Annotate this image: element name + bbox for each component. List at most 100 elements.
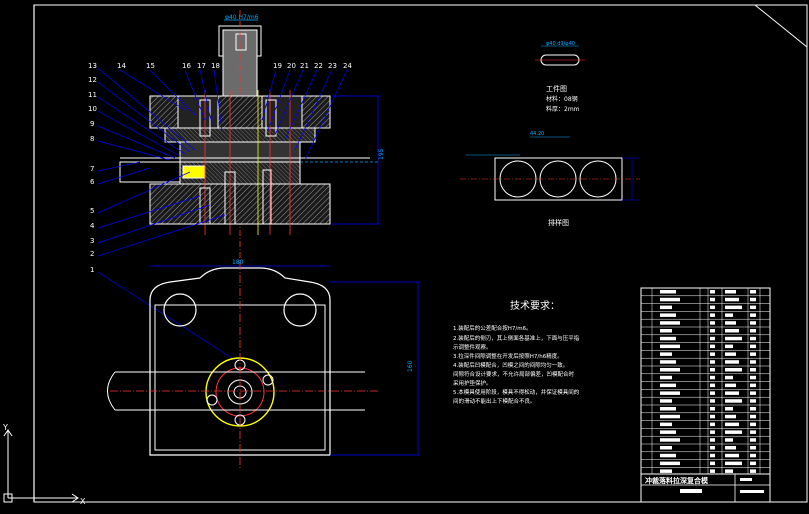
- title-block: 冲裁落料拉深复合模: [640, 473, 771, 503]
- parts-cell-text: [750, 391, 756, 395]
- parts-cell-text: [725, 430, 742, 434]
- part-num-2: 2: [90, 250, 94, 258]
- parts-cell-text: [660, 329, 672, 333]
- parts-cell-text: [710, 344, 715, 349]
- plan-height-text: 160: [407, 360, 414, 372]
- parts-cell-text: [725, 321, 736, 325]
- lower-bolt-2: [199, 187, 211, 225]
- parts-cell-text: [725, 352, 736, 356]
- ucs-y-label: Y: [2, 423, 8, 432]
- parts-cell-text: [660, 453, 676, 458]
- parts-cell-text: [660, 391, 680, 395]
- parts-cell-text: [710, 422, 715, 427]
- parts-cell-text: [750, 313, 756, 317]
- parts-list-table: [640, 287, 771, 503]
- parts-cell-text: [660, 297, 680, 302]
- technical-requirements: 技术要求： 1.装配后的公差配合按H7/m6。 2.装配后的侧刃，其上侧面各基准…: [453, 299, 580, 405]
- parts-cell-text: [710, 414, 715, 419]
- parts-cell-text: [710, 290, 715, 294]
- parts-cell-text: [710, 352, 715, 356]
- screw-hole-4: [206, 394, 218, 406]
- base-outline: [149, 267, 331, 456]
- parts-cell-text: [710, 313, 715, 317]
- lower-die-set: [149, 183, 331, 225]
- tech-req-line-1: 1.装配后的公差配合按H7/m6。: [453, 324, 532, 332]
- parts-cell-text: [750, 352, 756, 356]
- parts-cell-text: [710, 430, 715, 434]
- parts-cell-text: [750, 297, 756, 302]
- corner-line: [754, 4, 808, 48]
- parts-cell-text: [660, 336, 676, 341]
- part-num-21: 21: [300, 62, 309, 70]
- parts-cell-text: [725, 360, 739, 364]
- top-leaders: [119, 69, 348, 161]
- parts-cell-text: [710, 383, 715, 388]
- screw-hole-2: [262, 374, 274, 386]
- parts-cell-text: [660, 461, 680, 466]
- parts-cell-text: [660, 344, 680, 349]
- parts-cell-text: [725, 399, 742, 403]
- parts-cell-text: [725, 453, 739, 458]
- strip-layout-drawing: 44.20 排样图: [460, 131, 640, 227]
- parts-cell-text: [710, 375, 715, 380]
- parts-cell-text: [660, 305, 672, 310]
- parts-cell-text: [725, 375, 733, 380]
- workpiece-thickness: 料厚：2mm: [546, 105, 580, 113]
- bolt-right: [265, 99, 277, 137]
- plan-width-text: 180: [232, 259, 244, 266]
- parts-cell-text: [725, 446, 736, 450]
- upper-block-left: [177, 95, 219, 129]
- parts-cell-text: [660, 383, 676, 388]
- ucs-icon: [3, 429, 79, 503]
- part-num-10: 10: [88, 105, 97, 113]
- parts-cell-text: [750, 329, 756, 333]
- tech-req-line-8: 5.本模具使用阶段，模具不得松动，并保证模具间的: [453, 388, 580, 396]
- parts-cell-text: [710, 438, 715, 442]
- tech-req-line-4: 3.拉深件间隙调整在开发后按照H7/h6精度。: [453, 352, 563, 360]
- part-num-9: 9: [90, 120, 94, 128]
- part-num-1: 1: [90, 266, 94, 274]
- parts-cell-text: [660, 313, 676, 317]
- parts-cell-text: [750, 360, 756, 364]
- part-num-16: 16: [182, 62, 191, 70]
- parts-cell-text: [725, 329, 739, 333]
- front-section-view: φ40 H7/m6 195: [119, 10, 385, 270]
- parts-cell-text: [725, 422, 739, 427]
- guide-block: [119, 161, 181, 183]
- parts-cell-text: [660, 414, 680, 419]
- part-num-20: 20: [287, 62, 296, 70]
- part-num-13: 13: [88, 62, 97, 70]
- parts-cell-text: [725, 414, 736, 419]
- parts-cell-text: [750, 290, 756, 294]
- part-num-18: 18: [211, 62, 220, 70]
- part-num-19: 19: [273, 62, 282, 70]
- upper-block-right: [261, 95, 303, 129]
- parts-cell-text: [710, 297, 715, 302]
- parts-cell-text: [710, 305, 715, 310]
- parts-cell-text: [750, 461, 756, 466]
- part-num-17: 17: [197, 62, 206, 70]
- part-num-3: 3: [90, 237, 94, 245]
- parts-cell-text: [660, 422, 672, 427]
- tech-req-line-7: 采用护垫保护。: [453, 379, 492, 387]
- parts-cell-text: [725, 305, 742, 310]
- part-num-14: 14: [117, 62, 126, 70]
- part-num-5: 5: [90, 207, 94, 215]
- parts-cell-text: [750, 368, 756, 372]
- pitch-text: 44.20: [530, 131, 544, 137]
- part-num-4: 4: [90, 222, 95, 230]
- part-num-24: 24: [343, 62, 352, 70]
- strip-end: [107, 371, 116, 411]
- workpiece-drawing: φ40 d9/φ40 工件图 材料：08钢 料厚：2mm: [535, 41, 585, 113]
- parts-cell-text: [710, 469, 715, 473]
- parts-cell-text: [725, 461, 742, 466]
- parts-cell-text: [750, 407, 756, 411]
- parts-cell-text: [725, 407, 733, 411]
- parts-cell-text: [660, 469, 672, 473]
- parts-cell-text: [660, 290, 676, 294]
- parts-cell-text: [725, 469, 733, 473]
- tech-req-line-9: 间的滑动不能出上下模配合不良。: [453, 397, 536, 405]
- parts-cell-text: [660, 438, 680, 442]
- parts-cell-text: [750, 414, 756, 419]
